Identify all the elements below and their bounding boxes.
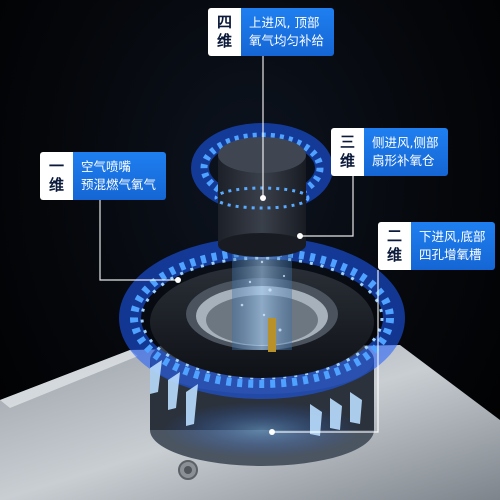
callout-text: 空气喷嘴 预混燃气氧气 — [73, 152, 167, 200]
callout-line-2: 预混燃气氧气 — [81, 177, 157, 192]
callout-line-2: 扇形补氧仓 — [372, 153, 435, 168]
callout-text: 下进风,底部 四孔增氧槽 — [411, 222, 496, 270]
callout-line-1: 下进风,底部 — [419, 229, 486, 244]
callout-tag: 三维 — [331, 128, 364, 176]
callout-line-1: 侧进风,侧部 — [372, 135, 439, 150]
callout-text: 上进风, 顶部 氧气均匀补给 — [241, 8, 335, 56]
upper-cap-top — [218, 137, 306, 173]
callout-two-dimension: 二维 下进风,底部 四孔增氧槽 — [378, 222, 496, 270]
callout-tag: 四维 — [208, 8, 241, 56]
airflow-arrows — [150, 360, 362, 436]
plate-edge — [0, 350, 138, 408]
callout-line-1: 空气喷嘴 — [81, 159, 132, 174]
callout-four-dimension: 四维 上进风, 顶部 氧气均匀补给 — [208, 8, 335, 56]
ignition-pin — [268, 318, 276, 352]
callout-text: 侧进风,侧部 扇形补氧仓 — [364, 128, 449, 176]
callout-line-2: 氧气均匀补给 — [249, 33, 325, 48]
leader-dots — [175, 195, 303, 435]
leader-lines — [99, 56, 379, 433]
callout-one-dimension: 一维 空气喷嘴 预混燃气氧气 — [40, 152, 167, 200]
callout-tag: 二维 — [378, 222, 411, 270]
callout-line-1: 上进风, 顶部 — [249, 15, 320, 30]
callout-line-2: 四孔增氧槽 — [419, 247, 482, 262]
callout-tag: 一维 — [40, 152, 73, 200]
callout-three-dimension: 三维 侧进风,侧部 扇形补氧仓 — [331, 128, 449, 176]
